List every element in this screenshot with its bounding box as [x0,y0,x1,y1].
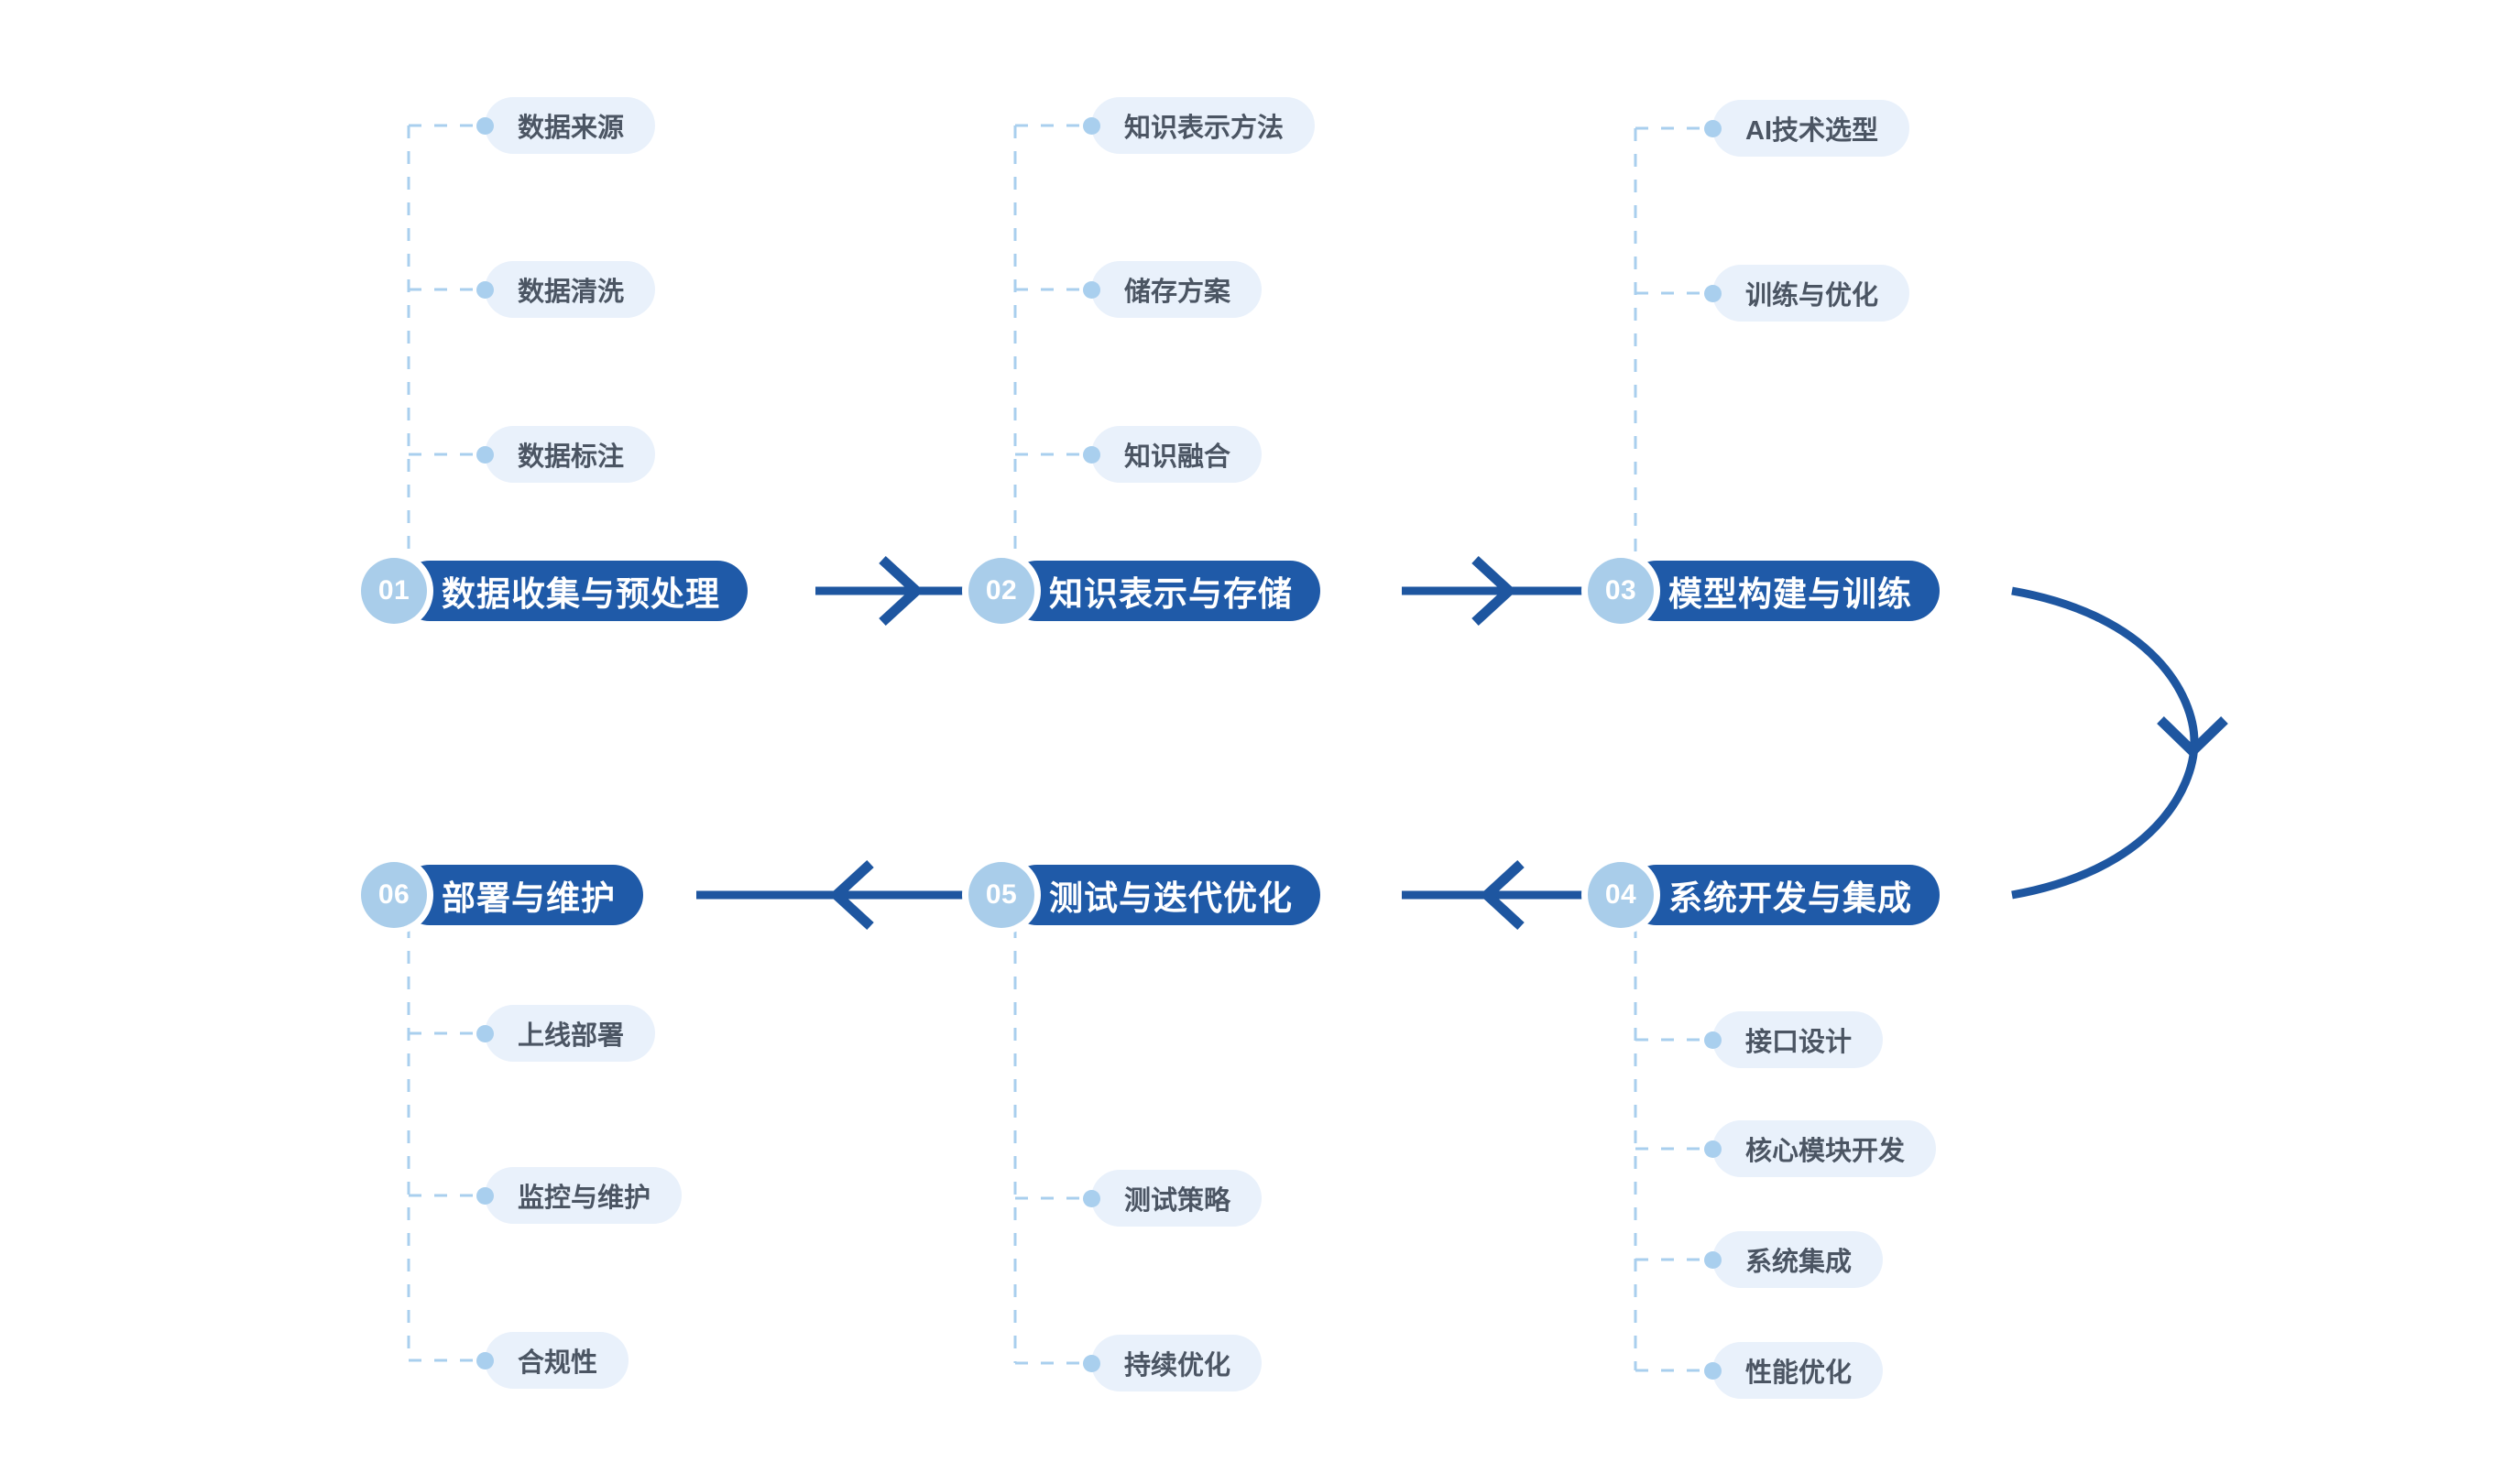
step-06-number: 06 [361,862,427,928]
step-06-label: 部署与维护 [399,865,643,925]
subitem-knowledge-fusion[interactable]: 知识融合 [1083,426,1263,483]
subitem-dot-icon [1704,1140,1722,1158]
arrow-step-02-to-03 [1402,555,1605,627]
subitem-dot-icon [1704,119,1722,137]
subitem-dot-icon [476,1186,494,1205]
subitem-label: 持续优化 [1091,1335,1263,1391]
subitem-dot-icon [1704,1250,1722,1269]
step-02-label: 知识表示与存储 [1007,561,1320,621]
subitem-dot-icon [1704,284,1722,302]
dashed-branch-step-03 [1634,126,1704,559]
step-03[interactable]: 03 模型构建与训练 [1588,558,1940,624]
dashed-branch-step-04 [1634,925,1704,1372]
subitem-dot-icon [1083,1354,1100,1372]
arrow-step-01-to-02 [815,555,985,627]
subitem-dot-icon [476,1351,494,1369]
dashed-branch-step-02 [1013,124,1083,559]
subitem-dot-icon [1083,116,1100,135]
step-03-number: 03 [1588,558,1654,624]
step-01[interactable]: 01 数据收集与预处理 [361,558,748,624]
subitem-label: 测试策略 [1091,1170,1263,1227]
subitem-data-labeling[interactable]: 数据标注 [476,426,656,483]
step-01-label: 数据收集与预处理 [399,561,748,621]
subitem-storage-plan[interactable]: 储存方案 [1083,261,1263,318]
step-05-label: 测试与迭代优化 [1007,865,1320,925]
subitem-system-integration[interactable]: 系统集成 [1704,1231,1884,1288]
subitem-online-deployment[interactable]: 上线部署 [476,1005,656,1062]
step-05[interactable]: 05 测试与迭代优化 [968,862,1320,928]
subitem-dot-icon [1083,1189,1100,1207]
subitem-label: 训练与优化 [1712,265,1910,322]
subitem-performance-optimization[interactable]: 性能优化 [1704,1342,1884,1399]
subitem-label: 数据来源 [485,97,656,154]
step-04-number: 04 [1588,862,1654,928]
subitem-dot-icon [476,280,494,299]
subitem-dot-icon [476,116,494,135]
subitem-training-optimization[interactable]: 训练与优化 [1704,265,1910,322]
subitem-data-cleaning[interactable]: 数据清洗 [476,261,656,318]
step-02-number: 02 [968,558,1034,624]
arrow-step-04-to-05 [1402,859,1605,931]
arrow-step-05-to-06 [696,859,985,931]
subitem-monitoring-maintenance[interactable]: 监控与维护 [476,1167,683,1224]
dashed-branch-step-05 [1013,925,1083,1365]
dashed-branch-step-06 [407,925,476,1362]
subitem-label: 接口设计 [1712,1011,1884,1068]
subitem-dot-icon [1704,1361,1722,1380]
subitem-dot-icon [476,445,494,464]
subitem-label: 知识融合 [1091,426,1263,483]
subitem-label: 系统集成 [1712,1231,1884,1288]
subitem-knowledge-representation[interactable]: 知识表示方法 [1083,97,1316,154]
step-02[interactable]: 02 知识表示与存储 [968,558,1320,624]
step-05-number: 05 [968,862,1034,928]
subitem-interface-design[interactable]: 接口设计 [1704,1011,1884,1068]
subitem-dot-icon [476,1024,494,1042]
subitem-dot-icon [1083,445,1100,464]
subitem-label: AI技术选型 [1712,100,1910,157]
subitem-label: 监控与维护 [485,1167,683,1224]
subitem-label: 数据清洗 [485,261,656,318]
step-01-number: 01 [361,558,427,624]
subitem-compliance[interactable]: 合规性 [476,1332,629,1389]
subitem-label: 性能优化 [1712,1342,1884,1399]
subitem-dot-icon [1704,1031,1722,1049]
subitem-continuous-optimization[interactable]: 持续优化 [1083,1335,1263,1391]
dashed-branch-step-01 [407,124,476,559]
arrow-step-03-to-04 [2011,586,2228,900]
subitem-label: 核心模块开发 [1712,1120,1937,1177]
step-06[interactable]: 06 部署与维护 [361,862,643,928]
subitem-dot-icon [1083,280,1100,299]
step-03-label: 模型构建与训练 [1626,561,1940,621]
subitem-ai-tech-selection[interactable]: AI技术选型 [1704,100,1910,157]
subitem-core-module-development[interactable]: 核心模块开发 [1704,1120,1937,1177]
subitem-label: 储存方案 [1091,261,1263,318]
subitem-label: 数据标注 [485,426,656,483]
step-04[interactable]: 04 系统开发与集成 [1588,862,1940,928]
subitem-data-source[interactable]: 数据来源 [476,97,656,154]
subitem-label: 知识表示方法 [1091,97,1316,154]
subitem-test-strategy[interactable]: 测试策略 [1083,1170,1263,1227]
subitem-label: 合规性 [485,1332,629,1389]
subitem-label: 上线部署 [485,1005,656,1062]
step-04-label: 系统开发与集成 [1626,865,1940,925]
